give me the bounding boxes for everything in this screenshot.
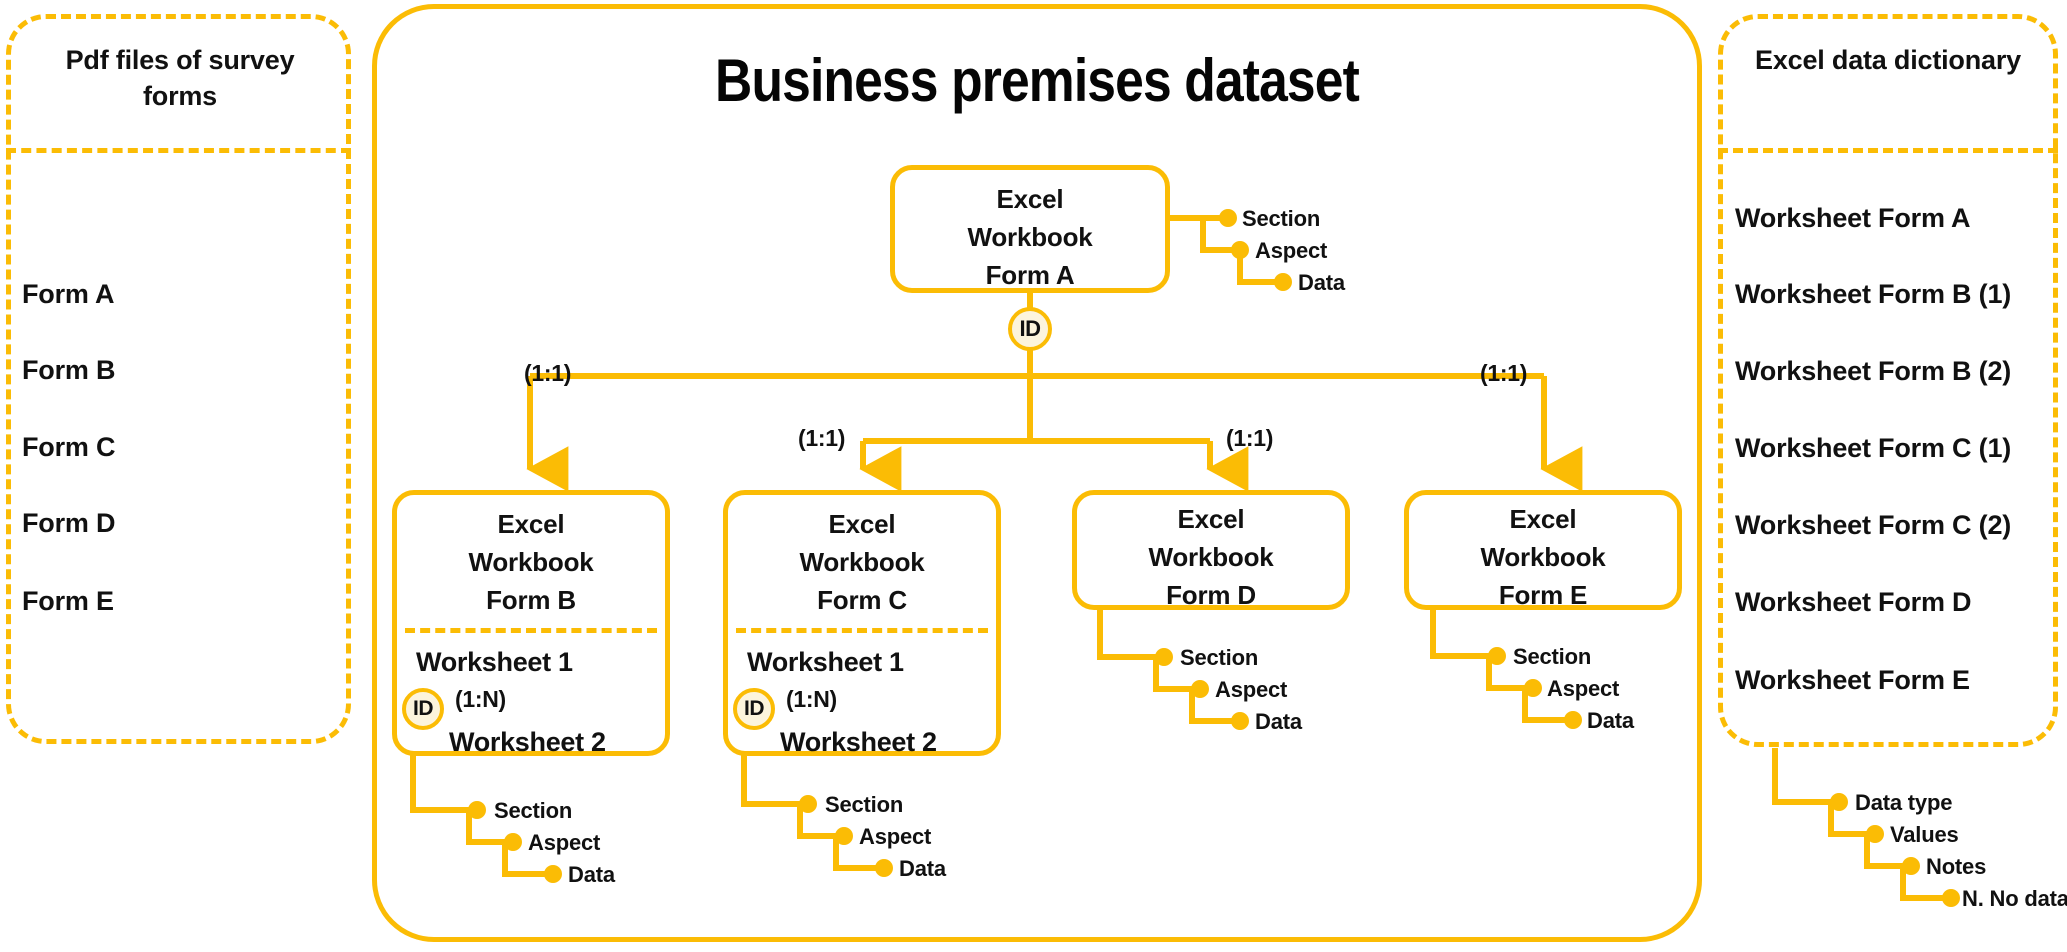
leaf-label-c-data: Data xyxy=(899,856,946,881)
right-panel-divider xyxy=(1718,148,2058,153)
node-title-line-1: Excel xyxy=(1177,504,1245,534)
id-badge-form-b: ID xyxy=(402,688,444,730)
right-panel-excel-data-dictionary xyxy=(1718,14,2058,747)
left-panel-title: Pdf files of survey forms xyxy=(65,45,295,111)
right-panel-title: Excel data dictionary xyxy=(1755,45,2021,75)
list-item-form-e[interactable]: Form E xyxy=(22,586,114,616)
list-item-form-d[interactable]: Form D xyxy=(22,508,116,538)
leaf-label-root-aspect: Aspect xyxy=(1255,238,1328,263)
node-divider xyxy=(405,628,657,633)
node-title-line-3: Form E xyxy=(1498,580,1588,610)
node-title-line-1: Excel xyxy=(1509,504,1577,534)
leaf-label-e-data: Data xyxy=(1587,708,1634,733)
leaf-label-dict-data-type: Data type xyxy=(1855,790,1953,815)
node-title-line-2: Workbook xyxy=(1148,542,1274,572)
edge-label-inner-left: (1:1) xyxy=(798,425,846,451)
id-badge-root: ID xyxy=(1008,307,1052,351)
node-title-line-3: Form A xyxy=(985,260,1075,290)
list-item-worksheet-form-b1[interactable]: Worksheet Form B (1) xyxy=(1735,279,2012,309)
edge-label-outer-left: (1:1) xyxy=(524,360,572,386)
list-item-form-c[interactable]: Form C xyxy=(22,432,116,462)
node-title-line-2: Workbook xyxy=(799,547,925,577)
leaf-label-root-section: Section xyxy=(1242,206,1321,231)
node-title-line-1: Excel xyxy=(828,509,896,539)
leaf-label-b-section: Section xyxy=(494,798,573,823)
node-divider xyxy=(736,628,988,633)
leaf-label-dict-notes: Notes xyxy=(1926,854,1987,879)
cardinality-label-c: (1:N) xyxy=(786,686,837,712)
node-title-line-2: Workbook xyxy=(468,547,594,577)
edge-label-inner-right: (1:1) xyxy=(1226,425,1274,451)
leaf-label-c-section: Section xyxy=(825,792,904,817)
node-title-line-2: Workbook xyxy=(1480,542,1606,572)
list-item-worksheet-form-e[interactable]: Worksheet Form E xyxy=(1735,665,1970,695)
leaf-label-dict-no-data: N. No data xyxy=(1962,886,2067,911)
worksheet-label-b-2[interactable]: Worksheet 2 xyxy=(449,727,606,757)
leaf-label-d-data: Data xyxy=(1255,709,1302,734)
node-workbook-form-a[interactable]: Excel Workbook Form A xyxy=(890,165,1170,293)
leaf-label-e-section: Section xyxy=(1513,644,1592,669)
leaf-label-dict-values: Values xyxy=(1890,822,1959,847)
main-container-business-premises xyxy=(372,4,1702,942)
list-item-form-b[interactable]: Form B xyxy=(22,355,116,385)
worksheet-label-c-1[interactable]: Worksheet 1 xyxy=(747,647,904,677)
node-title-line-3: Form D xyxy=(1166,580,1256,610)
left-panel-divider xyxy=(6,148,351,153)
list-item-worksheet-form-a[interactable]: Worksheet Form A xyxy=(1735,203,1971,233)
leaf-label-b-aspect: Aspect xyxy=(528,830,601,855)
node-title-line-2: Workbook xyxy=(967,222,1093,252)
left-panel-pdf-survey-forms xyxy=(6,14,351,744)
edge-label-outer-right: (1:1) xyxy=(1480,360,1528,386)
leaf-label-d-section: Section xyxy=(1180,645,1259,670)
list-item-worksheet-form-d[interactable]: Worksheet Form D xyxy=(1735,587,1972,617)
leaf-label-root-data: Data xyxy=(1298,270,1345,295)
node-title-line-1: Excel xyxy=(497,509,565,539)
worksheet-label-b-1[interactable]: Worksheet 1 xyxy=(416,647,573,677)
id-badge-form-c: ID xyxy=(733,688,775,730)
leaf-label-b-data: Data xyxy=(568,862,615,887)
leaf-label-e-aspect: Aspect xyxy=(1547,676,1620,701)
leaf-label-c-aspect: Aspect xyxy=(859,824,932,849)
leaf-label-d-aspect: Aspect xyxy=(1215,677,1288,702)
node-workbook-form-d[interactable]: Excel Workbook Form D xyxy=(1072,490,1350,610)
list-item-worksheet-form-b2[interactable]: Worksheet Form B (2) xyxy=(1735,356,2012,386)
worksheet-label-c-2[interactable]: Worksheet 2 xyxy=(780,727,937,757)
list-item-worksheet-form-c1[interactable]: Worksheet Form C (1) xyxy=(1735,433,2012,463)
list-item-worksheet-form-c2[interactable]: Worksheet Form C (2) xyxy=(1735,510,2012,540)
node-title-line-3: Form C xyxy=(817,585,907,615)
node-workbook-form-e[interactable]: Excel Workbook Form E xyxy=(1404,490,1682,610)
page-title: Business premises dataset xyxy=(715,47,1360,114)
list-item-form-a[interactable]: Form A xyxy=(22,279,115,309)
node-title-line-1: Excel xyxy=(996,184,1064,214)
cardinality-label-b: (1:N) xyxy=(455,686,506,712)
node-title-line-3: Form B xyxy=(486,585,576,615)
